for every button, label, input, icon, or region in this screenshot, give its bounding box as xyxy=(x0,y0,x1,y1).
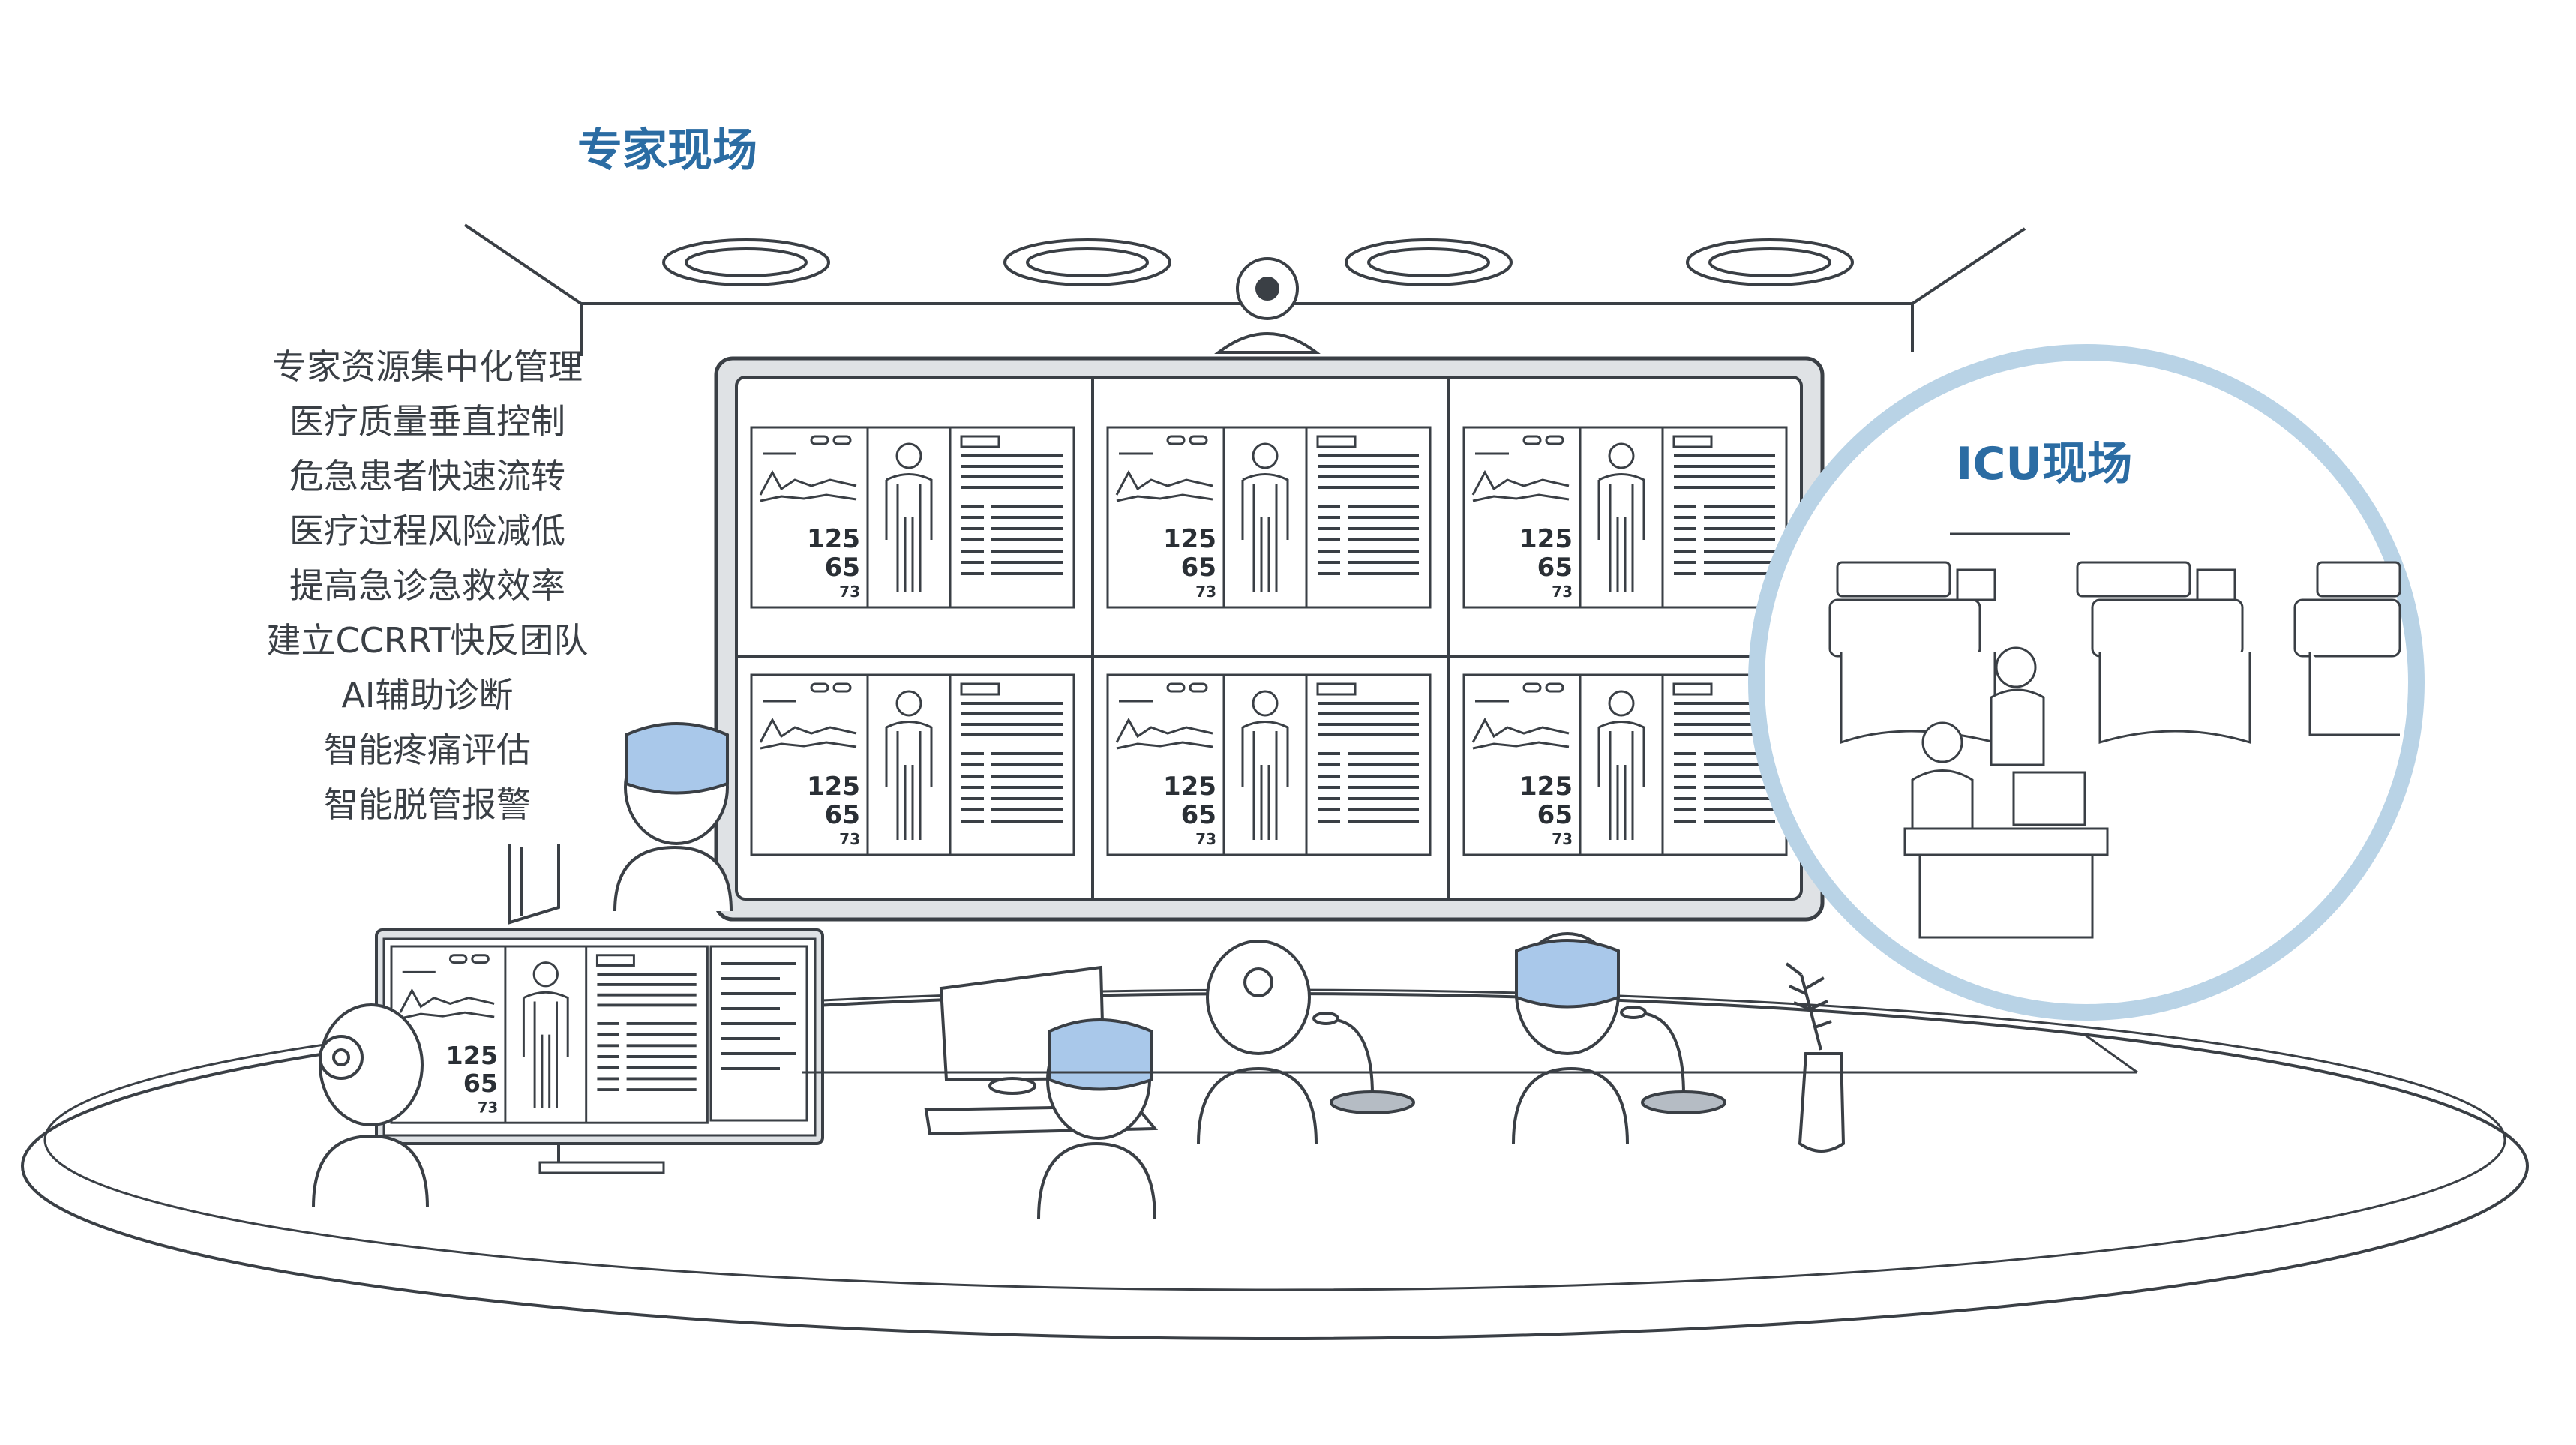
icu-view xyxy=(1748,344,2425,1021)
people xyxy=(312,722,1846,1219)
table-edge xyxy=(802,1033,2138,1074)
waveform-line xyxy=(1115,469,1213,496)
waveform-line xyxy=(1472,741,1570,750)
camera-icon xyxy=(1214,257,1321,354)
vital-value-3: 73 xyxy=(478,1099,498,1116)
benefit-item: 智能脱管报警 xyxy=(324,784,531,825)
vital-value-1: 125 xyxy=(1519,524,1573,554)
expert-site-title: 专家现场 xyxy=(577,124,757,177)
person-with-cap xyxy=(613,722,733,912)
vital-value-1: 125 xyxy=(1163,772,1216,802)
person-with-cap xyxy=(1512,932,1629,1144)
vital-value-2: 65 xyxy=(1537,553,1573,583)
waveform-line xyxy=(1471,469,1570,496)
ceiling-light-icon xyxy=(662,238,830,286)
icu-nurse xyxy=(1990,646,2045,766)
icu-site-title: ICU现场 xyxy=(1956,438,2133,490)
vital-value-3: 73 xyxy=(1195,830,1216,848)
waveform-line xyxy=(1472,493,1570,502)
vital-value-2: 65 xyxy=(1181,800,1216,830)
icu-bed xyxy=(2293,561,2401,736)
vital-value-1: 125 xyxy=(807,772,860,802)
person-seated xyxy=(312,1003,429,1208)
waveform-line xyxy=(399,988,495,1013)
vital-value-2: 65 xyxy=(463,1069,498,1098)
waveform-line xyxy=(760,741,857,750)
vital-value-2: 65 xyxy=(825,553,860,583)
icu-bed xyxy=(2076,561,2251,745)
waveform-line xyxy=(1116,741,1213,750)
waveform-line xyxy=(1115,717,1213,743)
waveform-line xyxy=(1471,717,1570,743)
benefit-item: 医疗过程风险减低 xyxy=(289,511,565,551)
body-figure-icon xyxy=(1597,442,1645,592)
benefit-item: 医疗质量垂直控制 xyxy=(289,401,565,442)
ceiling-lights xyxy=(662,238,1854,286)
benefit-item: AI辅助诊断 xyxy=(341,675,514,715)
ceiling-light-icon xyxy=(1345,238,1513,286)
vital-value-3: 73 xyxy=(1195,583,1216,601)
vital-value-1: 125 xyxy=(1519,772,1573,802)
icu-desk xyxy=(1903,771,2109,939)
icu-doctor xyxy=(1911,721,1974,834)
benefit-item: 提高急诊急救效率 xyxy=(289,565,565,606)
body-figure-icon xyxy=(885,690,933,840)
benefit-item: 智能疼痛评估 xyxy=(324,730,531,770)
plant-vase-icon xyxy=(1785,962,1846,1153)
vital-value-3: 73 xyxy=(839,830,860,848)
glass-panel xyxy=(508,844,560,925)
vital-value-1: 125 xyxy=(446,1041,499,1070)
vital-value-2: 65 xyxy=(1537,800,1573,830)
person-seated xyxy=(1197,940,1318,1144)
waveform-line xyxy=(400,1011,495,1020)
ceiling-light-icon xyxy=(1686,238,1854,286)
vital-value-3: 73 xyxy=(839,583,860,601)
benefit-list: 专家资源集中化管理 医疗质量垂直控制 危急患者快速流转 医疗过程风险减低 提高急… xyxy=(232,340,622,832)
waveform-line xyxy=(759,469,857,496)
body-figure-icon xyxy=(522,961,569,1108)
waveform-line xyxy=(759,717,857,743)
vital-value-2: 65 xyxy=(1181,553,1216,583)
body-figure-icon xyxy=(1241,442,1289,592)
microphone-icon xyxy=(1620,1006,1726,1114)
microphone-icon xyxy=(1312,1012,1415,1114)
body-figure-icon xyxy=(885,442,933,592)
ceiling-light-icon xyxy=(1003,238,1171,286)
waveform-line xyxy=(760,493,857,502)
waveform-line xyxy=(1116,493,1213,502)
vital-value-1: 125 xyxy=(1163,524,1216,554)
icu-bed xyxy=(1828,561,1996,745)
video-wall: 1256573125657312565731256573125657312565… xyxy=(714,356,1825,922)
vital-value-2: 65 xyxy=(825,800,860,830)
benefit-item: 专家资源集中化管理 xyxy=(272,346,583,387)
vital-value-3: 73 xyxy=(1552,830,1573,848)
body-figure-icon xyxy=(1597,690,1645,840)
body-figure-icon xyxy=(1241,690,1289,840)
benefit-item: 建立CCRRT快反团队 xyxy=(266,620,589,661)
vital-value-1: 125 xyxy=(807,524,860,554)
benefit-item: 危急患者快速流转 xyxy=(289,456,565,496)
vital-value-3: 73 xyxy=(1552,583,1573,601)
